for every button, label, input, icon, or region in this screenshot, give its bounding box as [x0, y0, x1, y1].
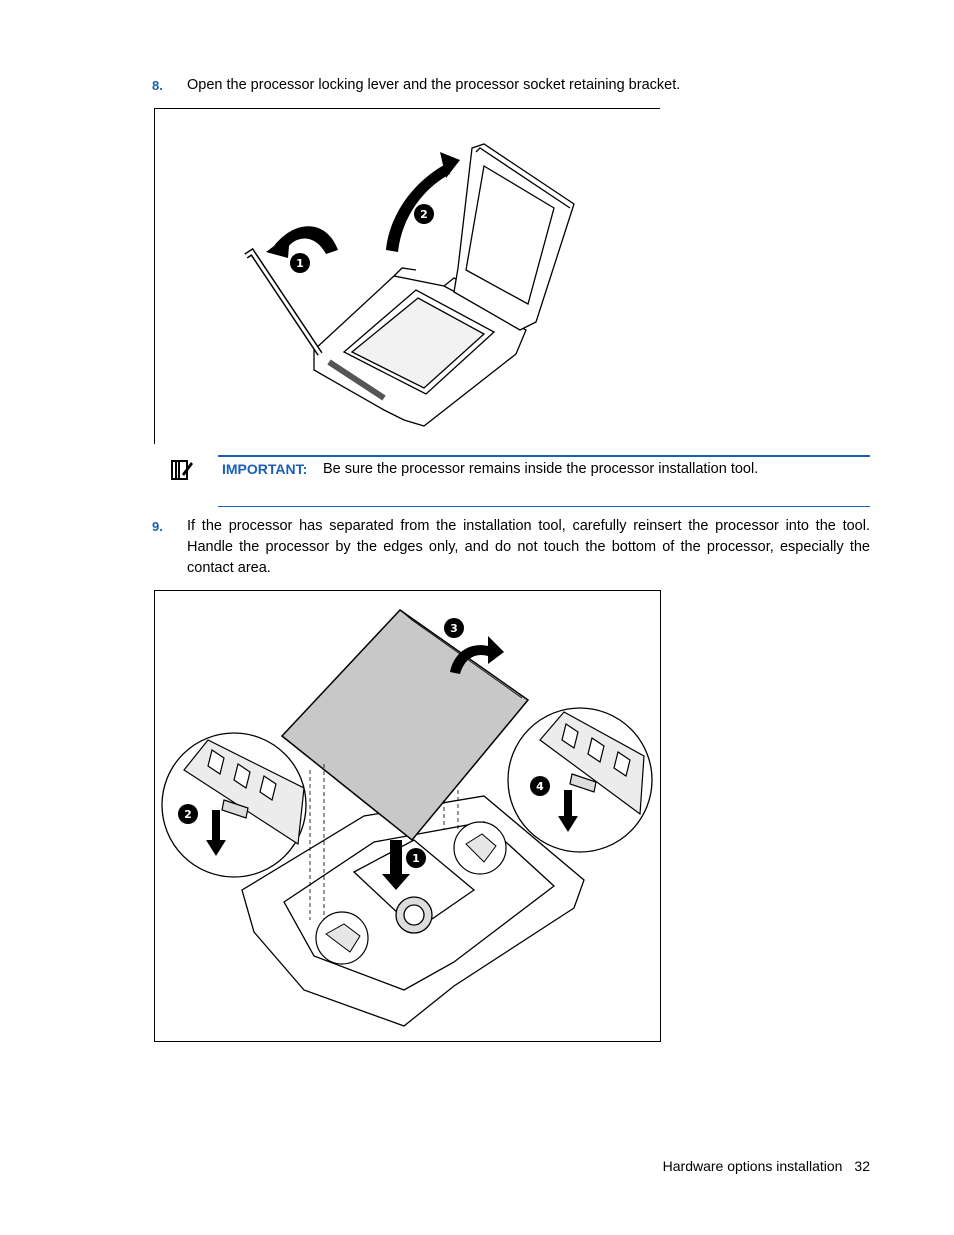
callout-3-icon [444, 618, 464, 638]
step-number: 9. [152, 519, 163, 534]
processor-tool-figure: 1 2 3 4 [154, 590, 661, 1042]
callout-2-icon [414, 204, 434, 224]
callout-4-label: 4 [536, 780, 544, 793]
step-number: 8. [152, 78, 163, 93]
note-bottom-rule [218, 506, 870, 507]
important-note: IMPORTANT: Be sure the processor remains… [170, 455, 870, 507]
page-footer: Hardware options installation 32 [663, 1158, 870, 1174]
note-label: IMPORTANT: [222, 461, 308, 477]
note-top-rule [218, 455, 870, 457]
note-text: Be sure the processor remains inside the… [323, 461, 759, 477]
callout-2-label: 2 [184, 808, 192, 821]
callout-3-label: 3 [450, 622, 458, 635]
important-note-icon [171, 460, 193, 480]
footer-section: Hardware options installation [662, 1158, 843, 1174]
socket-lever-figure: 1 2 [154, 108, 660, 444]
callout-1-label: 1 [296, 257, 304, 270]
step-text: Open the processor locking lever and the… [187, 77, 681, 93]
callout-1-icon [290, 253, 310, 273]
callout-2-icon [178, 804, 198, 824]
callout-1-icon [406, 848, 426, 868]
page-number: 32 [854, 1158, 870, 1174]
callout-1-label: 1 [412, 852, 420, 865]
callout-2-label: 2 [420, 208, 428, 221]
step-text: If the processor has separated from the … [187, 518, 870, 576]
callout-4-icon [530, 776, 550, 796]
